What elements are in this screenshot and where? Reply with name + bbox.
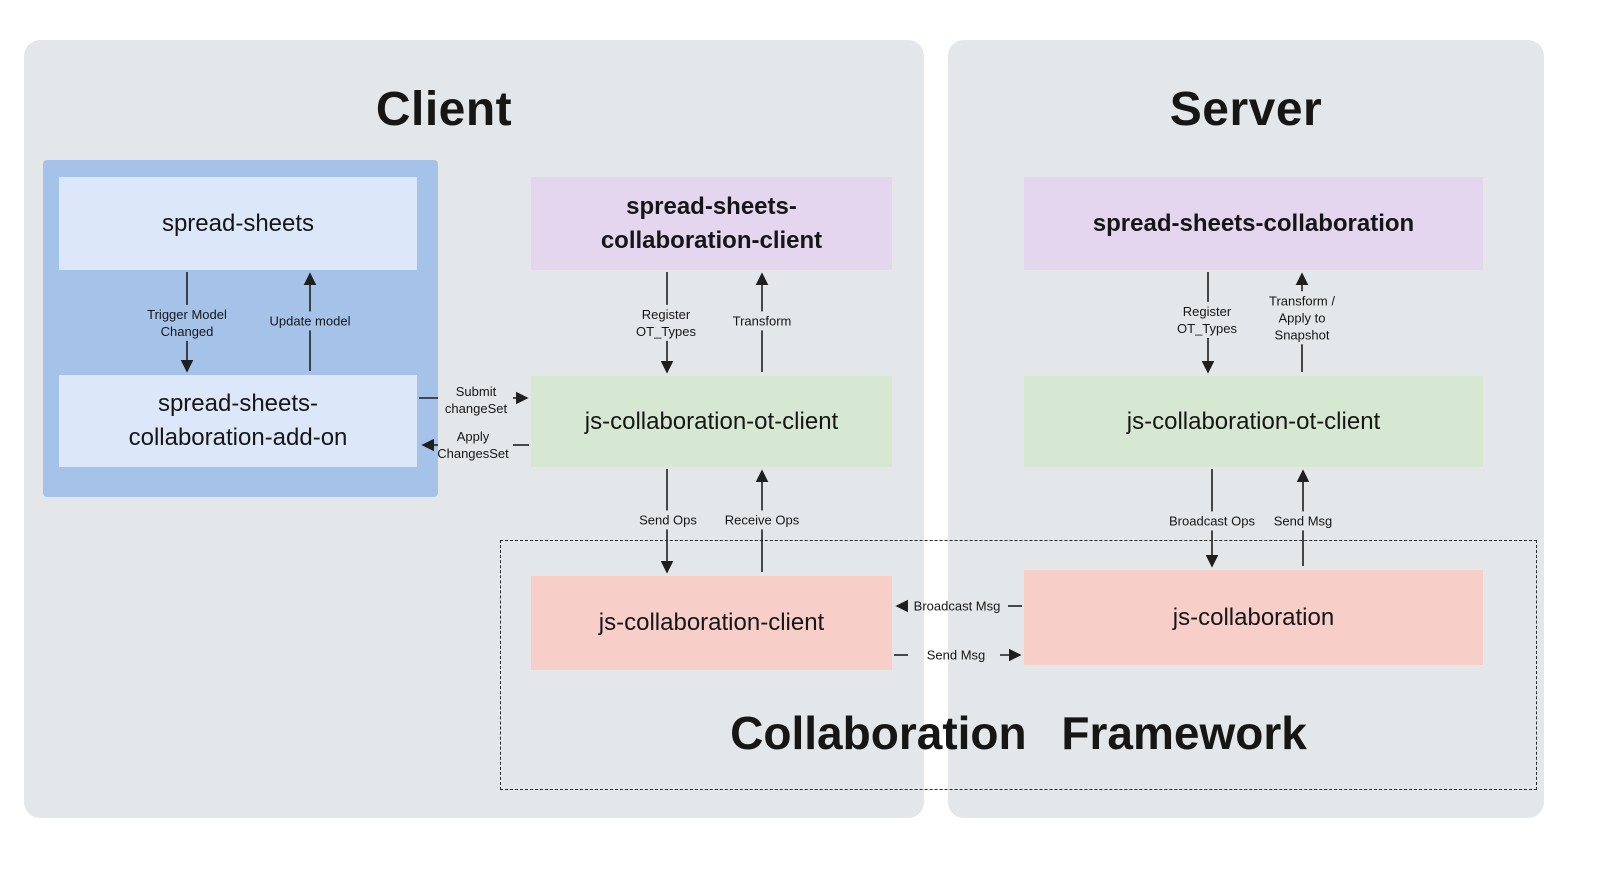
box-spread-sheets: spread-sheets: [59, 177, 417, 270]
box-spread-sheets-collaboration: spread-sheets-collaboration: [1024, 177, 1483, 270]
box-spread-sheets-collaboration-client: spread-sheets- collaboration-client: [531, 177, 892, 270]
box-js-collaboration: js-collaboration: [1024, 570, 1483, 665]
label-send-msg-between: Send Msg: [926, 647, 986, 663]
label-send-ops: Send Ops: [635, 510, 701, 530]
box-js-collaboration-client: js-collaboration-client: [531, 576, 892, 670]
client-title: Client: [375, 83, 513, 136]
label-register-ot-types-server: Register OT_Types: [1173, 301, 1241, 339]
label-send-msg-server: Send Msg: [1269, 511, 1337, 531]
box-js-collaboration-ot-client-left: js-collaboration-ot-client: [531, 376, 892, 467]
label-transform-apply-snapshot: Transform / Apply to Snapshot: [1265, 291, 1339, 345]
label-receive-ops: Receive Ops: [720, 510, 804, 530]
label-trigger-model-changed: Trigger Model Changed: [143, 304, 231, 342]
collaboration-framework-title: Collaboration Framework: [730, 707, 1307, 759]
label-update-model: Update model: [265, 311, 355, 331]
server-title: Server: [1169, 83, 1323, 136]
label-transform-client: Transform: [728, 311, 796, 331]
label-submit-changeset: Submit changeSet: [444, 383, 508, 416]
box-js-collaboration-ot-client-right: js-collaboration-ot-client: [1024, 376, 1483, 467]
label-broadcast-msg: Broadcast Msg: [913, 598, 1001, 614]
box-spread-sheets-collaboration-add-on: spread-sheets- collaboration-add-on: [59, 375, 417, 467]
label-apply-changesset: Apply ChangesSet: [437, 428, 509, 461]
label-broadcast-ops: Broadcast Ops: [1165, 511, 1259, 531]
label-register-ot-types-client: Register OT_Types: [632, 304, 700, 342]
